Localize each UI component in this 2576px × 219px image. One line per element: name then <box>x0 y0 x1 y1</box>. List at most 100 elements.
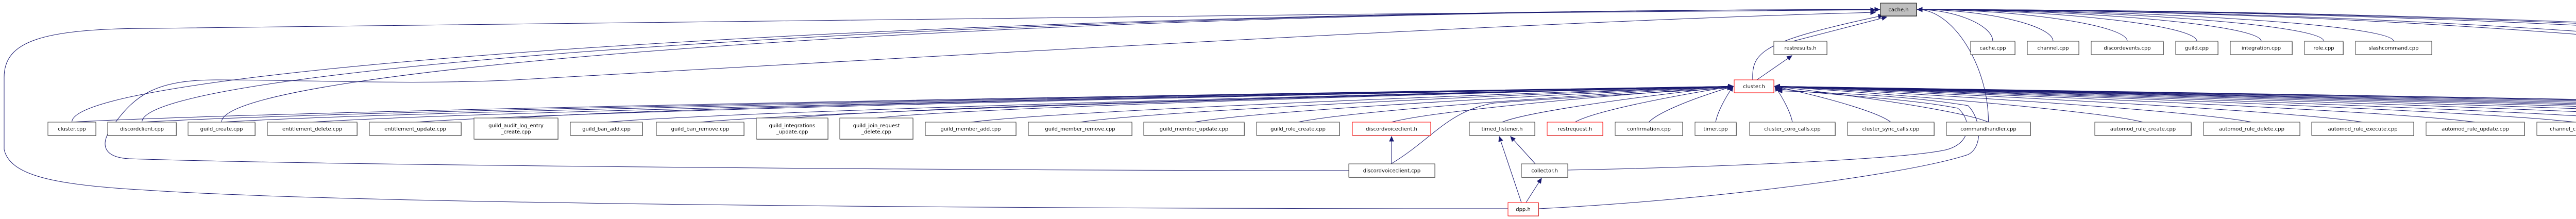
node-box[interactable] <box>1615 122 1683 136</box>
edge-entitlement_create_cpp-to-cluster_h <box>1774 86 2576 107</box>
node-box[interactable] <box>2175 41 2218 55</box>
node-box[interactable] <box>1348 163 1435 178</box>
node-discordvoiceclient-cpp[interactable]: discordvoiceclient.cpp <box>1348 163 1435 178</box>
node-box[interactable] <box>1970 41 2015 55</box>
node-box[interactable] <box>2426 122 2525 136</box>
node-box[interactable] <box>2091 41 2164 55</box>
node-box[interactable] <box>925 122 1016 136</box>
node-box[interactable] <box>2203 122 2300 136</box>
node-guild-ban-remove-cpp[interactable]: guild_ban_remove.cpp <box>656 122 744 136</box>
node-guild-role-create-cpp[interactable]: guild_role_create.cpp <box>1256 122 1340 136</box>
node-label: restresults.h <box>1784 46 1816 52</box>
node-discordclient-cpp[interactable]: discordclient.cpp <box>107 122 177 136</box>
node-label: automod_rule_create.cpp <box>2110 127 2176 132</box>
node-box[interactable] <box>188 122 256 136</box>
node-box[interactable] <box>1773 41 1827 55</box>
node-box[interactable] <box>2094 122 2192 136</box>
node-box[interactable] <box>1352 122 1431 136</box>
node-guild-member-add-cpp[interactable]: guild_member_add.cpp <box>925 122 1016 136</box>
node-label: guild_member_remove.cpp <box>1045 127 1115 132</box>
node-box[interactable] <box>1521 163 1568 178</box>
node-box[interactable] <box>2355 41 2432 55</box>
node-dpp-h[interactable]: dpp.h <box>1507 202 1539 216</box>
edge-cluster_sync_calls_cpp-to-cluster_h <box>1774 86 1891 123</box>
node-guild-ban-add-cpp[interactable]: guild_ban_add.cpp <box>570 122 643 136</box>
node-timed-listener-h[interactable]: timed_listener.h <box>1469 122 1535 136</box>
node-box[interactable] <box>1749 122 1836 136</box>
node-cluster-sync-calls-cpp[interactable]: cluster_sync_calls.cpp <box>1847 122 1935 136</box>
edge-guild_member_add_cpp-to-cluster_h <box>970 86 1734 123</box>
node-guild-member-remove-cpp[interactable]: guild_member_remove.cpp <box>1028 122 1132 136</box>
node-restrequest-h[interactable]: restrequest.h <box>1547 122 1603 136</box>
node-guild-join-request-delete-cpp[interactable]: guild_join_request_delete.cpp <box>839 117 913 140</box>
node-collector-h[interactable]: collector.h <box>1521 163 1568 178</box>
node-channel-cpp[interactable]: channel.cpp <box>2027 41 2079 55</box>
node-cluster-h[interactable]: cluster.h <box>1734 79 1774 93</box>
node-confirmation-cpp[interactable]: confirmation.cpp <box>1615 122 1683 136</box>
node-slashcommand-cpp[interactable]: slashcommand.cpp <box>2355 41 2432 55</box>
node-box[interactable] <box>1847 122 1935 136</box>
node-restresults-h[interactable]: restresults.h <box>1773 41 1827 55</box>
arrowhead-icon <box>1498 136 1503 142</box>
node-label: discordvoiceclient.cpp <box>1363 169 1421 174</box>
node-box[interactable] <box>2536 122 2576 136</box>
edge-restresults_h-to-cache_h <box>1792 16 1887 42</box>
edge-dpp_h-to-cluster_h <box>1538 90 1979 209</box>
node-box[interactable] <box>473 117 558 140</box>
node-box[interactable] <box>1469 122 1535 136</box>
node-box[interactable] <box>267 122 358 136</box>
node-discordevents-cpp[interactable]: discordevents.cpp <box>2091 41 2164 55</box>
node-box[interactable] <box>1880 3 1917 16</box>
node-label: cluster.h <box>1743 84 1765 90</box>
node-automod-rule-execute-cpp[interactable]: automod_rule_execute.cpp <box>2311 122 2414 136</box>
edge-channel_cpp-to-cache_h <box>1917 9 2054 42</box>
node-entitlement-update-cpp[interactable]: entitlement_update.cpp <box>369 122 462 136</box>
node-label: guild_integrations <box>769 123 816 129</box>
node-box[interactable] <box>839 117 913 140</box>
edge-guild_delete_cpp-to-cluster_h <box>1774 86 2576 104</box>
edge-commandhandler_cpp-to-cache_h <box>1917 9 1989 123</box>
node-box[interactable] <box>1547 122 1603 136</box>
node-cache-h[interactable]: cache.h <box>1880 3 1917 16</box>
node-integration-cpp[interactable]: integration.cpp <box>2230 41 2293 55</box>
node-box[interactable] <box>2027 41 2079 55</box>
node-automod-rule-update-cpp[interactable]: automod_rule_update.cpp <box>2426 122 2525 136</box>
node-box[interactable] <box>1507 202 1539 216</box>
node-timer-cpp[interactable]: timer.cpp <box>1694 122 1737 136</box>
node-commandhandler-cpp[interactable]: commandhandler.cpp <box>1946 122 2031 136</box>
node-label: collector.h <box>1531 169 1558 174</box>
node-channel-create-cpp[interactable]: channel_create.cpp <box>2536 122 2576 136</box>
node-box[interactable] <box>2311 122 2414 136</box>
node-automod-rule-delete-cpp[interactable]: automod_rule_delete.cpp <box>2203 122 2300 136</box>
node-entitlement-delete-cpp[interactable]: entitlement_delete.cpp <box>267 122 358 136</box>
edge-dispatcher_cpp-to-cluster_h <box>1774 86 2576 105</box>
node-guild-cpp[interactable]: guild.cpp <box>2175 41 2218 55</box>
node-box[interactable] <box>369 122 462 136</box>
node-cluster-cpp[interactable]: cluster.cpp <box>47 122 96 136</box>
node-box[interactable] <box>2230 41 2293 55</box>
node-box[interactable] <box>47 122 96 136</box>
node-box[interactable] <box>1028 122 1132 136</box>
node-cache-cpp[interactable]: cache.cpp <box>1970 41 2015 55</box>
node-box[interactable] <box>2304 41 2344 55</box>
node-box[interactable] <box>756 117 828 140</box>
arrowhead-icon <box>1776 88 1783 94</box>
edge-guild_integrations_update_cpp-to-cluster_h <box>792 86 1734 119</box>
node-box[interactable] <box>107 122 177 136</box>
node-box[interactable] <box>1256 122 1340 136</box>
node-box[interactable] <box>656 122 744 136</box>
node-box[interactable] <box>1946 122 2031 136</box>
node-box[interactable] <box>1734 79 1774 93</box>
node-guild-integrations-update-cpp[interactable]: guild_integrations_update.cpp <box>756 117 828 140</box>
node-cluster-coro-calls-cpp[interactable]: cluster_coro_calls.cpp <box>1749 122 1836 136</box>
node-role-cpp[interactable]: role.cpp <box>2304 41 2344 55</box>
node-guild-create-cpp[interactable]: guild_create.cpp <box>188 122 256 136</box>
node-label: cache.h <box>1888 7 1908 13</box>
node-guild-audit-log-entry-create-cpp[interactable]: guild_audit_log_entry_create.cpp <box>473 117 558 140</box>
node-box[interactable] <box>1143 122 1245 136</box>
node-box[interactable] <box>570 122 643 136</box>
node-discordvoiceclient-h[interactable]: discordvoiceclient.h <box>1352 122 1431 136</box>
node-guild-member-update-cpp[interactable]: guild_member_update.cpp <box>1143 122 1245 136</box>
node-box[interactable] <box>1694 122 1737 136</box>
node-automod-rule-create-cpp[interactable]: automod_rule_create.cpp <box>2094 122 2192 136</box>
